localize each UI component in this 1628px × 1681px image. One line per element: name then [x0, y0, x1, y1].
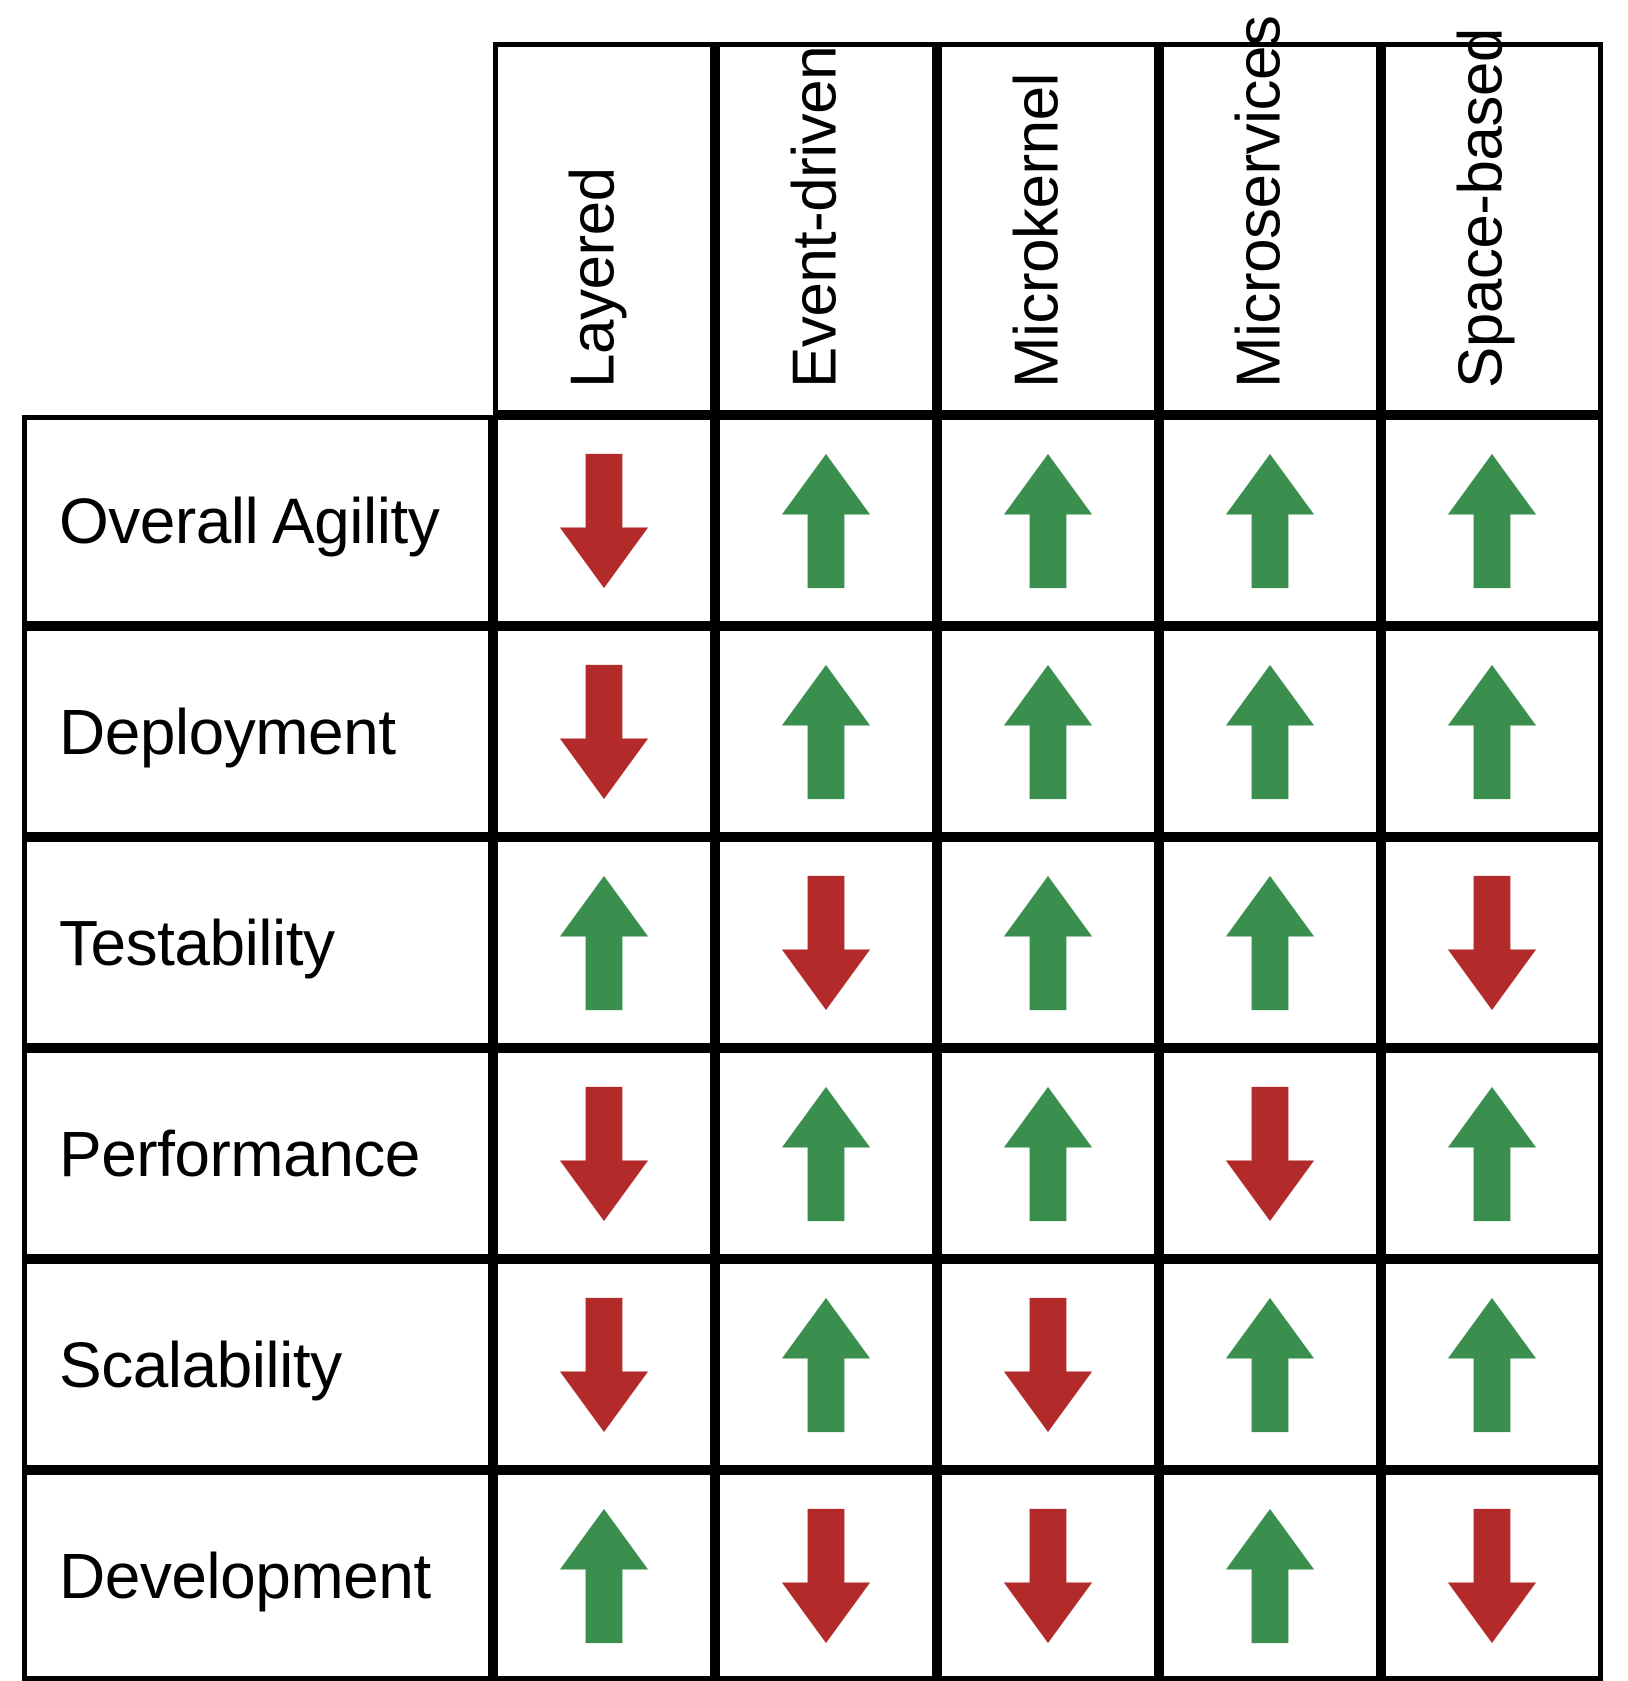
cell-performance-space-based: [1381, 1048, 1603, 1259]
arrow-up-icon: [942, 1053, 1154, 1254]
arrow-down-icon: [498, 420, 710, 621]
row-header-performance: Performance: [22, 1048, 493, 1259]
arrow-up-icon: [720, 1053, 932, 1254]
arrow-up-icon: [1164, 842, 1376, 1043]
column-header-label: Microservices: [1224, 15, 1294, 388]
arrow-down-icon: [942, 1264, 1154, 1465]
cell-deployment-microkernel: [937, 626, 1159, 837]
column-header-event-driven: Event-driven: [715, 42, 937, 415]
cell-overall-agility-microservices: [1159, 415, 1381, 626]
arrow-up-icon: [720, 1264, 932, 1465]
arrow-up-icon: [1164, 631, 1376, 832]
arrow-down-icon: [498, 631, 710, 832]
column-header-layered: Layered: [493, 42, 715, 415]
cell-overall-agility-event-driven: [715, 415, 937, 626]
arrow-down-icon: [1386, 1475, 1598, 1676]
arrow-up-icon: [720, 631, 932, 832]
cell-performance-layered: [493, 1048, 715, 1259]
column-header-space-based: Space-based: [1381, 28, 1603, 415]
arrow-up-icon: [1386, 420, 1598, 621]
cell-performance-event-driven: [715, 1048, 937, 1259]
arrow-down-icon: [720, 842, 932, 1043]
arrow-up-icon: [1386, 1264, 1598, 1465]
cell-overall-agility-microkernel: [937, 415, 1159, 626]
arrow-up-icon: [1386, 1053, 1598, 1254]
column-header-label: Microkernel: [1002, 73, 1072, 388]
cell-scalability-space-based: [1381, 1259, 1603, 1470]
arrow-up-icon: [942, 420, 1154, 621]
arrow-down-icon: [498, 1264, 710, 1465]
cell-deployment-microservices: [1159, 626, 1381, 837]
cell-testability-microservices: [1159, 837, 1381, 1048]
cell-deployment-space-based: [1381, 626, 1603, 837]
table-row: Testability: [22, 837, 1603, 1048]
comparison-table: Layered Event-driven Microkernel Microservi…: [22, 16, 1603, 1681]
arrow-up-icon: [1164, 420, 1376, 621]
cell-testability-space-based: [1381, 837, 1603, 1048]
column-header-label: Event-driven: [780, 45, 850, 388]
cell-deployment-layered: [493, 626, 715, 837]
cell-scalability-microservices: [1159, 1259, 1381, 1470]
arrow-up-icon: [942, 842, 1154, 1043]
cell-performance-microkernel: [937, 1048, 1159, 1259]
arrow-up-icon: [498, 1475, 710, 1676]
cell-development-event-driven: [715, 1470, 937, 1681]
table-row: Development: [22, 1470, 1603, 1681]
arrow-up-icon: [498, 842, 710, 1043]
cell-development-microservices: [1159, 1470, 1381, 1681]
cell-overall-agility-space-based: [1381, 415, 1603, 626]
arrow-down-icon: [1386, 842, 1598, 1043]
arrow-down-icon: [498, 1053, 710, 1254]
cell-development-layered: [493, 1470, 715, 1681]
row-header-overall-agility: Overall Agility: [22, 415, 493, 626]
cell-scalability-event-driven: [715, 1259, 937, 1470]
table-row: Deployment: [22, 626, 1603, 837]
row-header-deployment: Deployment: [22, 626, 493, 837]
column-header-microservices: Microservices: [1159, 16, 1381, 415]
arrow-up-icon: [942, 631, 1154, 832]
table-row: Scalability: [22, 1259, 1603, 1470]
arrow-down-icon: [1164, 1053, 1376, 1254]
table-row: Overall Agility: [22, 415, 1603, 626]
column-header-label: Space-based: [1446, 28, 1516, 388]
row-header-testability: Testability: [22, 837, 493, 1048]
cell-testability-layered: [493, 837, 715, 1048]
column-header-microkernel: Microkernel: [937, 42, 1159, 415]
cell-development-microkernel: [937, 1470, 1159, 1681]
cell-testability-microkernel: [937, 837, 1159, 1048]
column-header-label: Layered: [558, 167, 628, 388]
arrow-up-icon: [1164, 1264, 1376, 1465]
arrow-up-icon: [1164, 1475, 1376, 1676]
row-header-scalability: Scalability: [22, 1259, 493, 1470]
header-row: Layered Event-driven Microkernel Microservi…: [22, 16, 1603, 415]
cell-scalability-layered: [493, 1259, 715, 1470]
cell-development-space-based: [1381, 1470, 1603, 1681]
cell-performance-microservices: [1159, 1048, 1381, 1259]
table-header: Layered Event-driven Microkernel Microservi…: [22, 16, 1603, 415]
table-row: Performance: [22, 1048, 1603, 1259]
arrow-up-icon: [1386, 631, 1598, 832]
arrow-up-icon: [720, 420, 932, 621]
cell-testability-event-driven: [715, 837, 937, 1048]
cell-overall-agility-layered: [493, 415, 715, 626]
arrow-down-icon: [720, 1475, 932, 1676]
corner-cell: [22, 42, 493, 415]
cell-scalability-microkernel: [937, 1259, 1159, 1470]
cell-deployment-event-driven: [715, 626, 937, 837]
row-header-development: Development: [22, 1470, 493, 1681]
arrow-down-icon: [942, 1475, 1154, 1676]
